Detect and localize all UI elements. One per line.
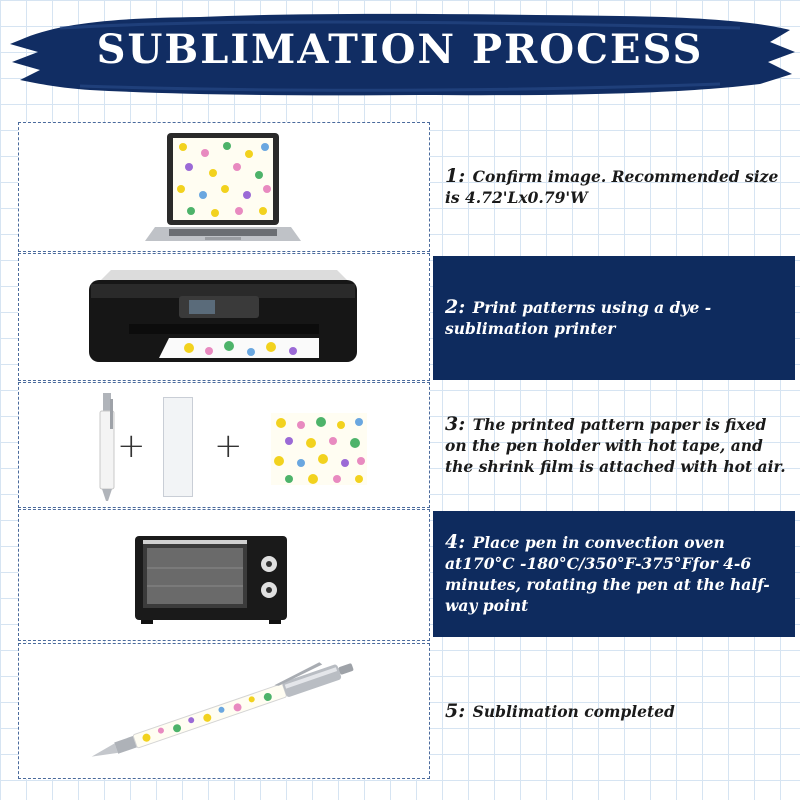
- step-5-description: Sublimation completed: [472, 701, 675, 721]
- plus-sign-1: +: [117, 426, 146, 466]
- finished-pen-icon: [91, 662, 354, 757]
- brush-stroke-shape: [10, 13, 795, 96]
- step-3-text-panel: 3: The printed pattern paper is fixed on…: [433, 382, 795, 508]
- step-2-number: 2:: [445, 296, 466, 318]
- step-1-description: Confirm image. Recommended size is 4.72'…: [445, 167, 779, 207]
- step-2-description: Print patterns using a dye -sublimation …: [445, 298, 712, 338]
- step-5-text-panel: 5: Sublimation completed: [433, 643, 795, 779]
- pattern-paper-icon: [271, 413, 367, 485]
- printer-icon: [89, 270, 357, 362]
- step-2-image-panel: [18, 253, 430, 381]
- step-4-number: 4:: [445, 531, 466, 553]
- step-1-image-panel: [18, 122, 430, 252]
- laptop-icon: [145, 133, 301, 241]
- page-title: SUBLIMATION PROCESS: [96, 26, 704, 73]
- step-1-number: 1:: [445, 165, 466, 187]
- step-4-text-panel: 4: Place pen in convection oven at170°C …: [433, 511, 795, 637]
- step-3-image-panel: + +: [18, 382, 430, 508]
- plus-sign-2: +: [214, 426, 243, 466]
- step-2-text-panel: 2: Print patterns using a dye -sublimati…: [433, 256, 795, 380]
- pen-blank-icon: [99, 393, 115, 501]
- convection-oven-icon: [135, 536, 287, 624]
- title-banner: SUBLIMATION PROCESS: [0, 0, 800, 108]
- step-4-image-panel: [18, 509, 430, 641]
- step-1-text-panel: 1: Confirm image. Recommended size is 4.…: [433, 122, 795, 252]
- step-3-description: The printed pattern paper is fixed on th…: [445, 414, 786, 476]
- step-3-number: 3:: [445, 412, 466, 435]
- step-5-image-panel: [18, 643, 430, 779]
- step-4-description: Place pen in convection oven at170°C -18…: [445, 533, 770, 615]
- shrink-film-icon: [163, 397, 193, 497]
- step-5-number: 5:: [445, 699, 466, 722]
